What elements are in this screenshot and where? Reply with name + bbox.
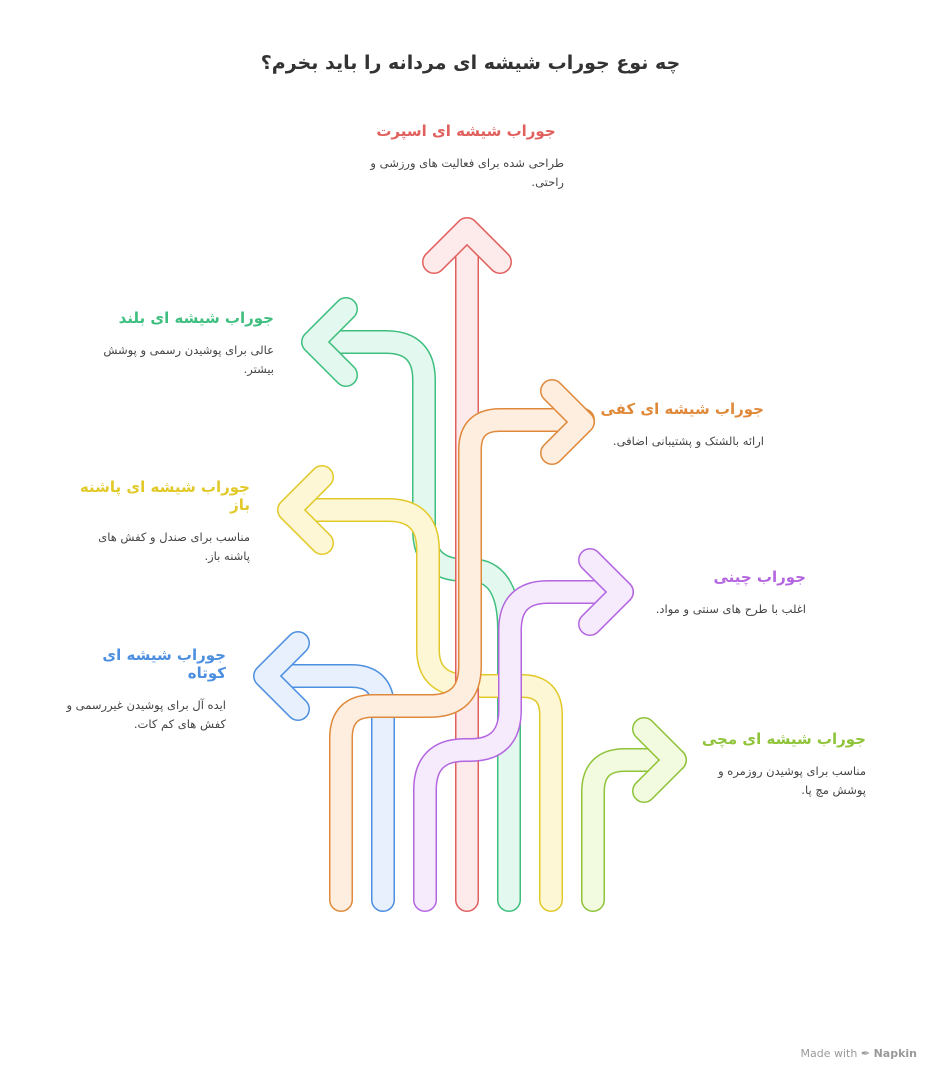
napkin-logo-icon: ✒ (860, 1047, 871, 1060)
label-sport-desc: طراحی شده برای فعالیت های ورزشی و راحتی. (370, 156, 564, 189)
footer-made-with: Made with (800, 1047, 858, 1060)
label-china-title: جوراب چینی (713, 568, 806, 586)
label-long-desc: عالی برای پوشیدن رسمی و پوشش بیشتر. (103, 343, 274, 376)
arrow-china (413, 548, 634, 912)
label-open-heel: جوراب شیشه ای پاشنه باز مناسب برای صندل … (78, 478, 250, 566)
page-title: چه نوع جوراب شیشه ای مردانه را باید بخرم… (260, 52, 681, 74)
label-short-title: جوراب شیشه ای کوتاه (102, 646, 226, 682)
arrow-ankle (581, 717, 687, 912)
label-kafi: جوراب شیشه ای کفی ارائه بالشتک و پشتیبان… (600, 400, 764, 451)
label-short-desc: ایده آل برای پوشیدن غیررسمی و کفش های کم… (66, 698, 226, 731)
label-ankle-desc: مناسب برای پوشیدن روزمره و پوشش مچ پا. (718, 764, 866, 797)
label-sport: جوراب شیشه ای اسپرت طراحی شده برای فعالی… (368, 122, 564, 192)
label-china-desc: اغلب با طرح های سنتی و مواد. (655, 602, 806, 616)
label-ankle: جوراب شیشه ای مچی مناسب برای پوشیدن روزم… (700, 730, 866, 800)
label-china: جوراب چینی اغلب با طرح های سنتی و مواد. (640, 568, 806, 619)
label-ankle-title: جوراب شیشه ای مچی (701, 730, 866, 748)
arrow-open-heel (277, 465, 563, 912)
label-open-heel-desc: مناسب برای صندل و کفش های پاشنه باز. (98, 530, 250, 563)
label-short: جوراب شیشه ای کوتاه ایده آل برای پوشیدن … (60, 646, 226, 734)
footer-credit: Made with ✒ Napkin (801, 1047, 917, 1060)
arrow-kafi (329, 379, 595, 912)
label-open-heel-title: جوراب شیشه ای پاشنه باز (79, 478, 250, 514)
label-long-title: جوراب شیشه ای بلند (118, 309, 274, 327)
label-kafi-desc: ارائه بالشتک و پشتیبانی اضافی. (612, 434, 764, 448)
label-long: جوراب شیشه ای بلند عالی برای پوشیدن رسمی… (96, 309, 274, 379)
label-sport-title: جوراب شیشه ای اسپرت (376, 122, 556, 140)
arrow-short (253, 631, 395, 912)
label-kafi-title: جوراب شیشه ای کفی (600, 400, 764, 418)
footer-brand: Napkin (873, 1047, 917, 1060)
